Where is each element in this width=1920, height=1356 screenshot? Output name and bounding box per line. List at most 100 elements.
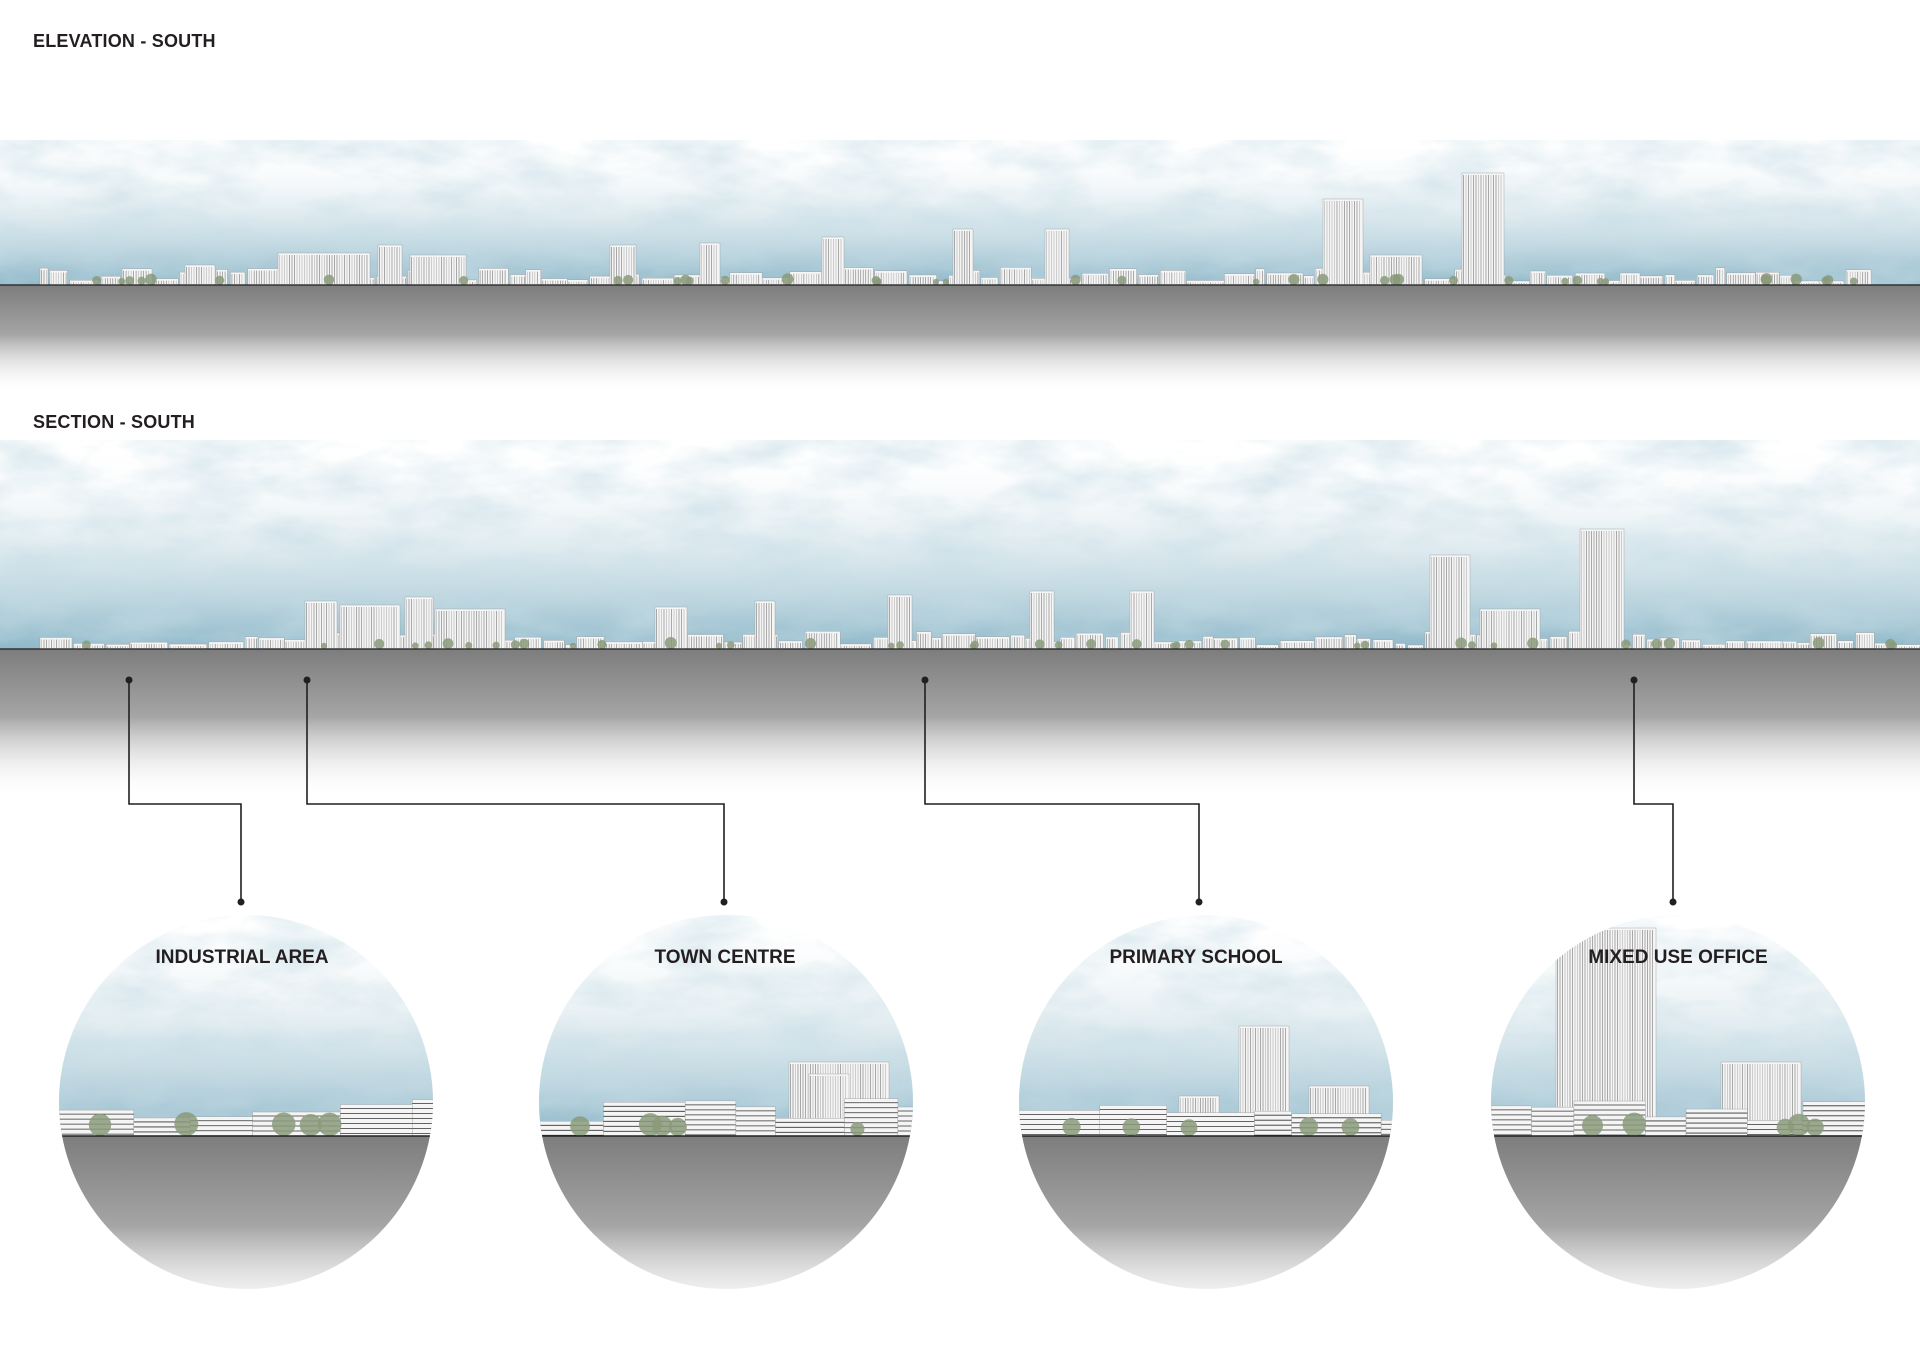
tree (715, 642, 723, 650)
tree (896, 641, 904, 649)
tree (1252, 278, 1260, 285)
tree (145, 273, 157, 285)
building (478, 268, 509, 286)
building (567, 279, 589, 286)
building (1380, 1120, 1393, 1137)
building (1166, 1112, 1255, 1137)
tree (82, 640, 91, 649)
building (304, 600, 338, 650)
building (208, 641, 244, 650)
building (1619, 272, 1641, 286)
building (1010, 634, 1025, 650)
building (699, 242, 721, 286)
tree (1527, 637, 1539, 649)
circle-ground (1019, 1136, 1393, 1289)
tree (299, 1113, 322, 1136)
tree (1392, 273, 1405, 286)
tree (664, 637, 677, 650)
leader-dot (237, 898, 245, 906)
section-drawing (0, 440, 1920, 799)
leader-dot (1630, 676, 1638, 684)
tree (569, 642, 577, 649)
tree (424, 641, 433, 650)
tree (1760, 273, 1773, 285)
elevation-skyline (39, 172, 1872, 286)
tree (1341, 1118, 1360, 1137)
tree (673, 277, 682, 286)
tree (492, 641, 500, 650)
tree (519, 638, 530, 649)
tree (1117, 275, 1127, 285)
building (1837, 640, 1854, 650)
detail-circle-industrial (59, 915, 433, 1289)
tree (850, 1121, 865, 1137)
building (247, 268, 283, 286)
tree (1596, 277, 1604, 285)
tree (1448, 275, 1459, 285)
building (39, 637, 73, 650)
leader-dot (1195, 898, 1203, 906)
building (377, 244, 403, 286)
tree (1122, 1118, 1141, 1136)
building (1530, 270, 1546, 286)
building (1461, 172, 1505, 286)
building (1224, 273, 1255, 286)
building (1138, 274, 1159, 286)
detail-circle-town-centre (539, 915, 913, 1289)
building (411, 1099, 433, 1137)
building (1645, 1116, 1687, 1137)
section-title: SECTION - SOUTH (33, 412, 196, 432)
building (1129, 590, 1155, 650)
tree (442, 638, 454, 649)
building (684, 1100, 737, 1137)
leader-dot (1669, 898, 1677, 906)
tree (374, 638, 385, 649)
leader-primary-school (924, 680, 1200, 902)
building (1059, 637, 1076, 650)
building (789, 271, 822, 286)
tree (1070, 274, 1081, 285)
callout-label-mixed-use-office: MIXED USE OFFICE (1588, 947, 1768, 968)
tree (597, 639, 607, 649)
building (1746, 640, 1783, 650)
callout-label-town-centre: TOWN CENTRE (654, 947, 796, 968)
building (1031, 278, 1047, 286)
callout-label-industrial-area: INDUSTRIAL AREA (155, 947, 329, 968)
leader-dot (303, 676, 311, 684)
tree (685, 276, 694, 285)
tree (1054, 641, 1063, 650)
tree (272, 1112, 296, 1137)
tree (1582, 1115, 1603, 1137)
circle-ground (1491, 1136, 1865, 1289)
elevation-title: ELEVATION - SOUTH (33, 31, 216, 51)
building (340, 1104, 413, 1137)
tree (1663, 637, 1676, 649)
building (887, 594, 913, 650)
tree (623, 274, 634, 285)
circle-ground (59, 1136, 433, 1289)
tree (1823, 275, 1834, 285)
tree (1651, 638, 1662, 649)
tree (1184, 639, 1194, 650)
tree (871, 276, 881, 285)
leader-dots (125, 676, 1677, 906)
tree (1812, 637, 1825, 649)
tree (1790, 273, 1802, 285)
tree (932, 278, 940, 285)
tree (465, 641, 473, 650)
detail-circle-mixed-use-office (1491, 915, 1865, 1289)
building (754, 600, 776, 650)
building (1491, 1105, 1532, 1137)
elevation-drawing (0, 140, 1920, 395)
tree (1602, 278, 1610, 285)
section-skyline (39, 528, 1920, 650)
building (1685, 1108, 1748, 1137)
tree (137, 276, 146, 285)
tree (1086, 639, 1097, 650)
tree (1490, 642, 1498, 649)
building (230, 271, 246, 286)
tree (317, 1112, 342, 1137)
tree (1288, 274, 1300, 286)
tree (1380, 275, 1390, 285)
